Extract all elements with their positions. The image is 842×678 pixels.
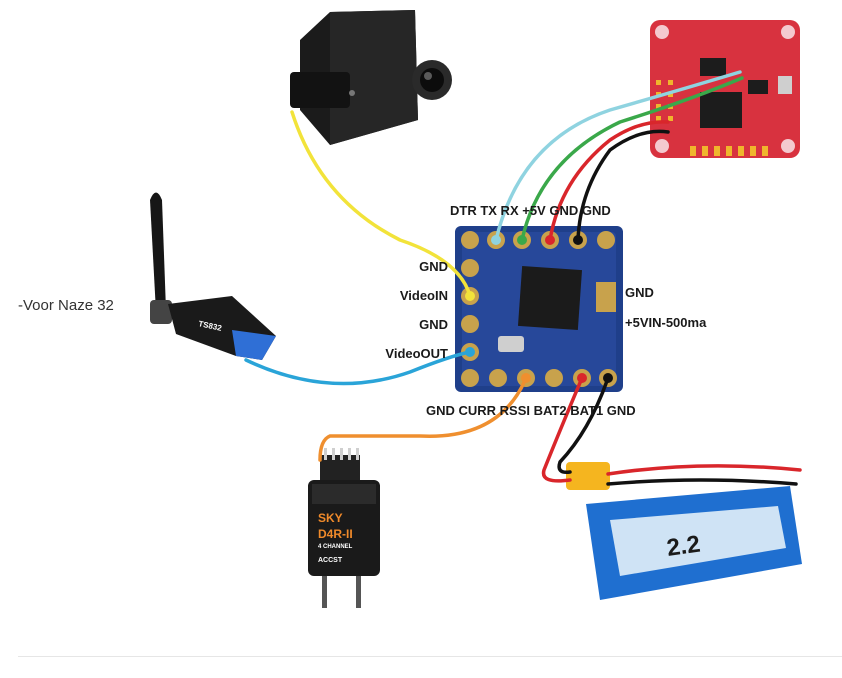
left-label-gnd-1: GND [419,259,448,274]
camera [290,10,452,145]
bottom-divider [18,656,842,657]
receiver-sub: 4 CHANNEL [318,544,353,550]
wire-yellow [290,110,472,298]
wire-orange [318,376,528,462]
wire-black-top [576,129,670,242]
left-label-videoout: VideoOUT [385,346,448,361]
right-label-5vin: +5VIN-500ma [625,315,707,330]
antenna [150,192,166,312]
wire-red-bottom [541,376,584,483]
receiver-model: D4R-II [318,527,353,541]
battery: 2.2 [566,462,802,600]
battery-capacity: 2.2 [665,531,702,562]
xt60-connector [566,462,610,490]
wires [244,70,802,486]
wire-light-blue [494,70,742,242]
wire-black-bottom [557,376,610,475]
wire-battery-black [606,478,798,486]
wire-battery-red [606,464,802,476]
wire-blue [244,350,472,386]
left-label-videoin: VideoIN [400,288,448,303]
receiver: SKY D4R-II 4 CHANNEL ACCST [308,448,380,608]
receiver-brand: SKY [318,511,343,525]
right-label-gnd: GND [625,285,654,300]
top-pin-labels: DTR TX RX +5V GND GND [450,203,611,218]
left-label-gnd-2: GND [419,317,448,332]
wire-green [520,76,744,242]
bottom-pin-labels: GND CURR RSSI BAT2 BAT1 GND [426,403,636,418]
flight-controller [650,20,800,158]
osd-board [455,226,623,392]
video-transmitter: TS832 [150,192,276,360]
side-caption: -Voor Naze 32 [18,297,114,314]
wire-red-top [548,120,670,242]
receiver-mark: ACCST [318,557,343,564]
